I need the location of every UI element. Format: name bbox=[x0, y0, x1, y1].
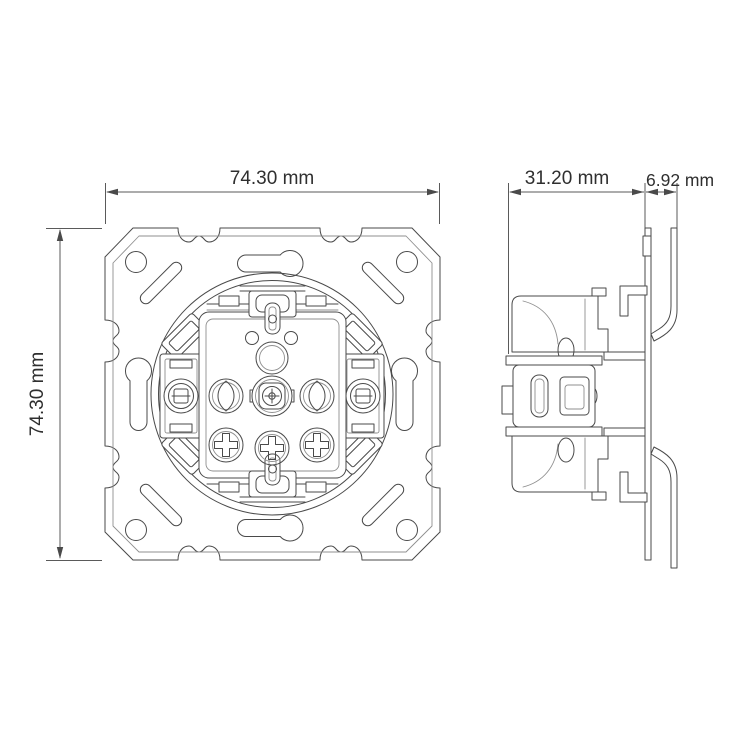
side-view bbox=[501, 227, 678, 569]
front-view bbox=[104, 227, 441, 561]
bracket-top bbox=[619, 285, 648, 317]
side-clamp bbox=[501, 355, 603, 437]
clamp-left bbox=[159, 353, 203, 439]
mid-bar-bottom bbox=[603, 427, 646, 437]
corner-slots bbox=[139, 261, 405, 527]
screw-row bbox=[208, 427, 335, 466]
rear-blade-bottom bbox=[650, 446, 678, 569]
bracket-bottom bbox=[619, 471, 648, 503]
corner-holes bbox=[125, 251, 418, 541]
dim-label-side-depth: 31.20 mm bbox=[525, 168, 609, 189]
claw-arms bbox=[161, 313, 383, 475]
rear-blade-top bbox=[650, 227, 678, 342]
mid-bar-top bbox=[603, 351, 646, 361]
dim-label-front-height: 74.30 mm bbox=[27, 352, 48, 436]
clamp-right bbox=[341, 353, 385, 439]
upper-holes bbox=[245, 331, 298, 375]
dimension-front-width: 74.30 mm bbox=[105, 168, 440, 224]
terminal-row bbox=[208, 375, 335, 417]
side-plate bbox=[644, 227, 652, 561]
top-claw bbox=[248, 290, 297, 335]
dimension-side-flange: 6.92 mm bbox=[646, 170, 714, 228]
side-body-top bbox=[511, 287, 609, 363]
dimension-side-depth: 31.20 mm bbox=[508, 168, 646, 354]
support-ring bbox=[150, 272, 394, 516]
side-body-bottom bbox=[511, 435, 609, 501]
bottom-claw bbox=[248, 453, 297, 498]
mounting-plate-inner-line bbox=[112, 235, 433, 553]
dimension-front-height: 74.30 mm bbox=[27, 228, 102, 561]
side-plate-clip bbox=[642, 235, 652, 257]
keyhole-slots bbox=[125, 250, 418, 542]
dim-label-front-width: 74.30 mm bbox=[230, 168, 314, 189]
center-screw bbox=[249, 375, 295, 417]
dim-label-side-flange: 6.92 mm bbox=[646, 170, 714, 190]
